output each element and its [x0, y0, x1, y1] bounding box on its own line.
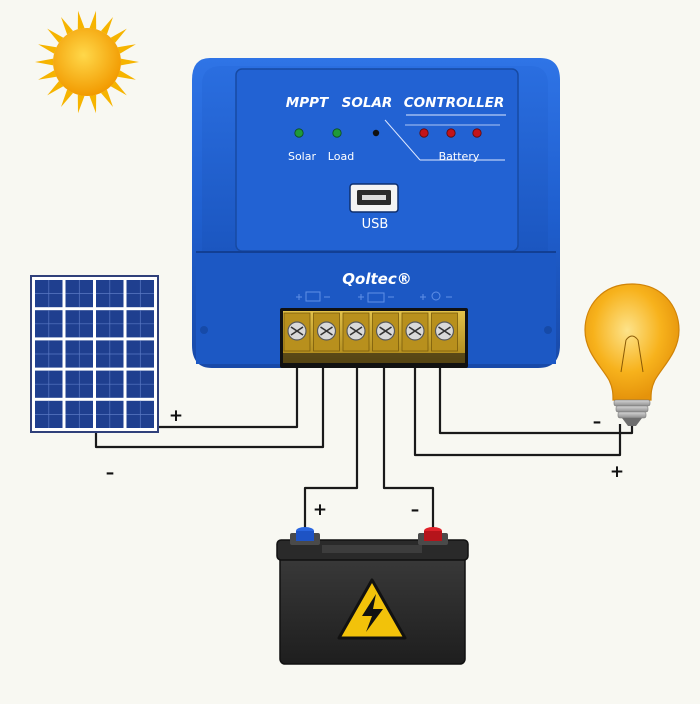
battery-level-led-1	[419, 128, 429, 138]
wire-panel-negative	[94, 366, 325, 449]
sun-disc	[53, 28, 121, 96]
sun-ray	[110, 81, 127, 96]
high-voltage-warning-icon	[337, 578, 407, 640]
light-bulb-icon	[584, 283, 680, 426]
sun-ray	[61, 17, 73, 35]
wire-panel-positive	[158, 366, 299, 429]
solar-panel-icon	[30, 275, 159, 433]
title-controller: CONTROLLER	[404, 95, 505, 111]
load-indicator-led	[332, 128, 342, 138]
battery-level-led-3	[472, 128, 482, 138]
title-mppt: MPPT	[286, 95, 330, 111]
panel-minus-label: –	[106, 463, 115, 483]
sun-ray	[38, 44, 57, 54]
sun-ray	[110, 28, 127, 43]
polarity-labels: + – + – – +	[106, 406, 624, 520]
sun-ray	[89, 10, 97, 30]
title-solar: SOLAR	[342, 95, 393, 111]
brand-logo: Qoltec®	[342, 270, 411, 288]
sun-ray	[117, 70, 136, 80]
sun-ray	[47, 81, 64, 96]
usb-port-icon[interactable]	[349, 183, 399, 213]
charge-controller: MPPT SOLAR CONTROLLER Solar Load Battery…	[192, 58, 560, 368]
panel-plus-label: +	[169, 406, 183, 426]
wiring	[94, 366, 634, 531]
sun-ray	[101, 17, 113, 35]
wire-load-negative	[413, 366, 622, 457]
solar-indicator-led	[294, 128, 304, 138]
terminal-symbols	[296, 291, 452, 303]
bulb-plus-label: +	[610, 462, 624, 482]
wire-battery-positive	[303, 366, 359, 531]
sun-ray	[117, 44, 136, 54]
battery-minus-label: –	[411, 500, 420, 520]
wire-load-positive	[438, 366, 634, 435]
battery-level-led-2	[446, 128, 456, 138]
label-solar: Solar	[288, 150, 317, 163]
sun-ray	[35, 58, 54, 66]
sun-ray	[77, 94, 85, 114]
battery-plus-label: +	[313, 500, 327, 520]
sun-ray	[61, 89, 73, 107]
label-usb: USB	[362, 217, 389, 232]
wire-battery-negative	[382, 366, 435, 531]
sun-icon	[35, 10, 139, 114]
sun-ray	[47, 28, 64, 43]
terminal-screws	[283, 312, 458, 352]
sun-ray	[120, 58, 139, 66]
sun-ray	[38, 70, 57, 80]
bulb-minus-label: –	[593, 412, 602, 432]
sun-ray	[101, 89, 113, 107]
label-battery: Battery	[439, 150, 480, 163]
sun-ray	[89, 94, 97, 114]
standby-indicator-led	[372, 129, 380, 137]
label-load: Load	[328, 150, 354, 163]
sun-ray	[77, 10, 85, 30]
battery-icon	[276, 527, 469, 665]
